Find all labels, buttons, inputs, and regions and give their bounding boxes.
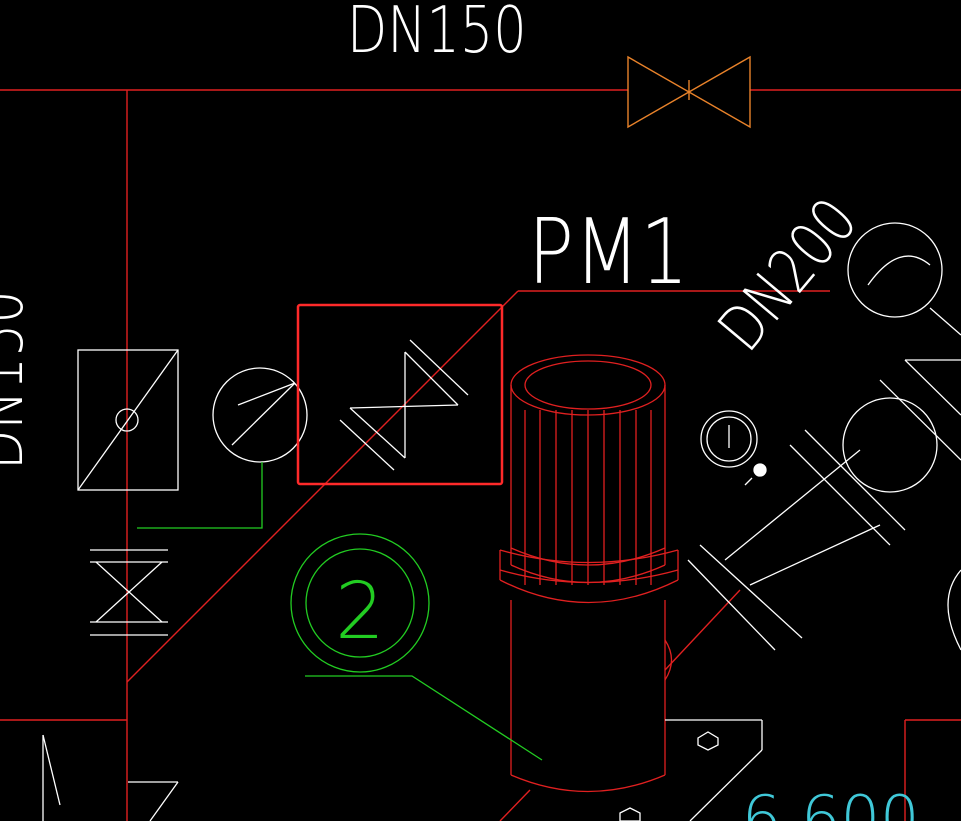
pipe-lines	[0, 89, 961, 821]
callout-number: 2	[335, 567, 385, 657]
pipe-size-label-top: DN150	[347, 0, 527, 67]
pump-base	[619, 719, 763, 821]
gate-valve-left[interactable]	[90, 549, 168, 636]
gate-valve-selected[interactable]	[339, 339, 469, 471]
leader-lines	[137, 462, 543, 761]
discharge-fittings	[687, 222, 961, 651]
pipe-size-label-left: DN150	[0, 290, 37, 470]
pressure-gauge-left[interactable]	[212, 367, 308, 463]
gate-valve-top[interactable]	[627, 55, 751, 129]
callout-bubble[interactable]	[290, 533, 430, 673]
pump-pm1[interactable]	[499, 354, 679, 793]
flow-meter[interactable]	[77, 349, 179, 491]
bottom-left-fitting	[42, 734, 179, 821]
selection-box	[296, 303, 504, 486]
elevation-label: 6.600	[742, 782, 920, 821]
pressure-gauge-right[interactable]	[700, 410, 767, 486]
pump-tag-label: PM1	[528, 199, 689, 305]
